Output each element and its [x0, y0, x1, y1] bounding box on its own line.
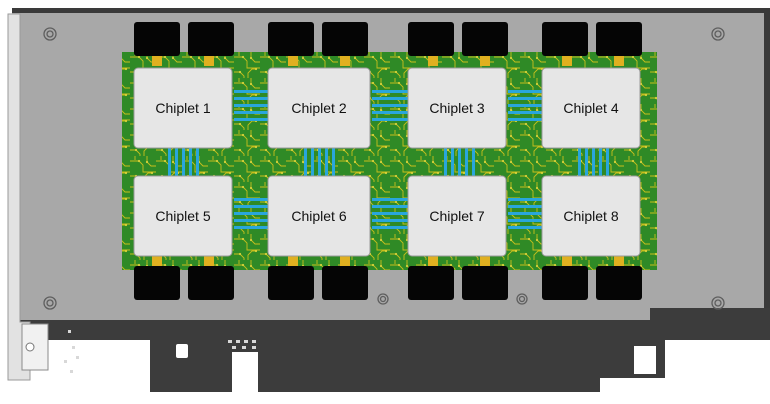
memory-modules-bottom: [134, 266, 642, 300]
chiplet-8: Chiplet 8: [541, 175, 641, 257]
memory-contact-pads: [152, 56, 624, 266]
chiplet-label: Chiplet 4: [563, 100, 618, 116]
memory-module: [408, 22, 454, 56]
chiplet-6: Chiplet 6: [267, 175, 371, 257]
memory-module: [462, 266, 508, 300]
bracket-led: [25, 342, 35, 352]
chiplet-label: Chiplet 7: [429, 208, 484, 224]
chiplet-label: Chiplet 3: [429, 100, 484, 116]
memory-module: [462, 22, 508, 56]
edge-slot-notch: [176, 344, 188, 358]
chiplet-4: Chiplet 4: [541, 67, 641, 149]
chiplet-label: Chiplet 2: [291, 100, 346, 116]
bracket-tab: [21, 323, 49, 371]
card-right-edge: [764, 8, 770, 320]
chiplet-7: Chiplet 7: [407, 175, 507, 257]
card-top-edge: [12, 8, 770, 13]
chiplet-label: Chiplet 8: [563, 208, 618, 224]
smd-components: [64, 330, 256, 373]
mounting-bracket: [7, 13, 31, 381]
memory-module: [268, 266, 314, 300]
chiplet-1: Chiplet 1: [133, 67, 233, 149]
memory-module: [188, 22, 234, 56]
memory-module: [596, 22, 642, 56]
memory-module: [542, 22, 588, 56]
memory-module: [268, 22, 314, 56]
chiplet-label: Chiplet 6: [291, 208, 346, 224]
screw-holes: [43, 27, 725, 310]
interconnect-bus-vertical: [168, 148, 609, 176]
memory-module: [322, 22, 368, 56]
memory-module: [134, 266, 180, 300]
interconnect-bus-horizontal: [234, 90, 542, 229]
edge-slot-notch-2: [634, 346, 656, 374]
memory-module: [134, 22, 180, 56]
edge-connector-plate: [12, 308, 770, 392]
memory-module: [542, 266, 588, 300]
memory-module: [322, 266, 368, 300]
memory-module: [596, 266, 642, 300]
chiplet-5: Chiplet 5: [133, 175, 233, 257]
memory-module: [408, 266, 454, 300]
chiplet-3: Chiplet 3: [407, 67, 507, 149]
memory-modules-top: [134, 22, 642, 56]
chiplet-label: Chiplet 1: [155, 100, 210, 116]
chiplet-2: Chiplet 2: [267, 67, 371, 149]
chiplet-label: Chiplet 5: [155, 208, 210, 224]
memory-module: [188, 266, 234, 300]
